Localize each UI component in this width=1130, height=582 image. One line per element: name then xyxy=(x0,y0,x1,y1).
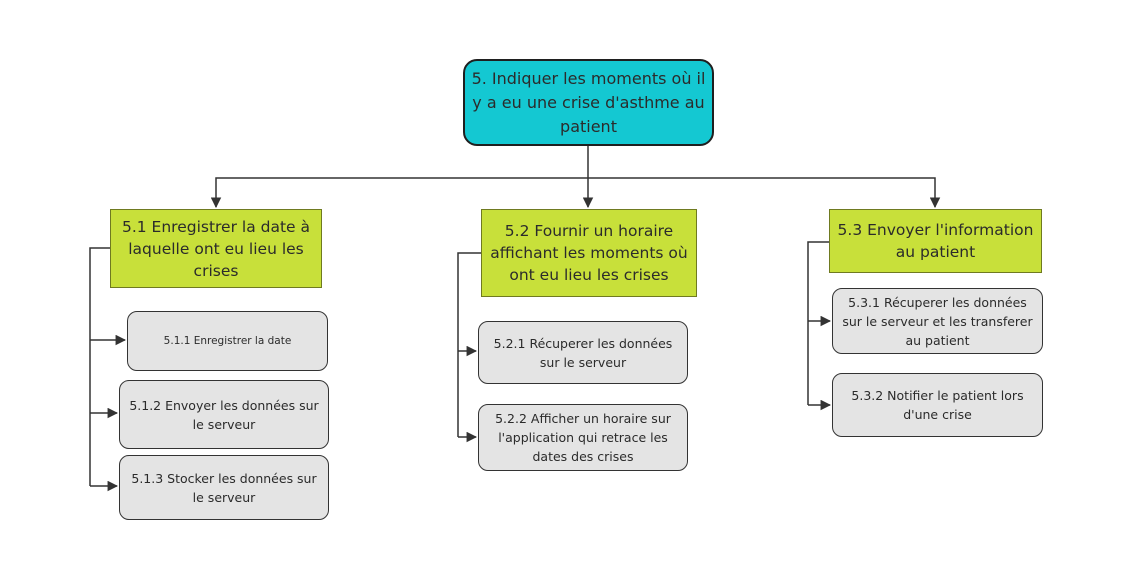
node-5-3-1-label: 5.3.1 Récuperer les données sur le serve… xyxy=(842,294,1033,348)
node-5-2-2-label: 5.2.2 Afficher un horaire sur l'applicat… xyxy=(495,411,671,464)
node-5-1-1[interactable]: 5.1.1 Enregistrer la date xyxy=(127,311,328,371)
node-5-1-label: 5.1 Enregistrer la date à laquelle ont e… xyxy=(121,217,311,280)
edge-root-to-5-3 xyxy=(588,177,941,209)
node-5-2-2[interactable]: 5.2.2 Afficher un horaire sur l'applicat… xyxy=(478,404,688,471)
node-5-1[interactable]: 5.1 Enregistrer la date à laquelle ont e… xyxy=(110,209,322,288)
node-5-1-3[interactable]: 5.1.3 Stocker les données sur le serveur xyxy=(119,455,329,520)
edge-root-to-5-1 xyxy=(210,177,588,209)
edge-5-3-spine xyxy=(807,241,829,405)
node-5-3-1[interactable]: 5.3.1 Récuperer les données sur le serve… xyxy=(832,288,1043,354)
root-node[interactable]: 5. Indiquer les moments où il y a eu une… xyxy=(463,59,714,146)
node-5-3[interactable]: 5.3 Envoyer l'information au patient xyxy=(829,209,1042,273)
node-5-1-2[interactable]: 5.1.2 Envoyer les données sur le serveur xyxy=(119,380,329,449)
node-5-1-1-label: 5.1.1 Enregistrer la date xyxy=(163,334,292,347)
node-5-2-1[interactable]: 5.2.1 Récuperer les données sur le serve… xyxy=(478,321,688,384)
root-node-label: 5. Indiquer les moments où il y a eu une… xyxy=(471,68,706,136)
node-5-3-2[interactable]: 5.3.2 Notifier le patient lors d'une cri… xyxy=(832,373,1043,437)
edge-5-1-spine xyxy=(89,247,110,486)
node-5-3-2-label: 5.3.2 Notifier le patient lors d'une cri… xyxy=(851,388,1024,422)
node-5-2-label: 5.2 Fournir un horaire affichant les mom… xyxy=(490,222,688,284)
node-5-1-3-label: 5.1.3 Stocker les données sur le serveur xyxy=(131,470,317,505)
node-5-3-label: 5.3 Envoyer l'information au patient xyxy=(837,221,1034,261)
edge-5-2-spine xyxy=(457,252,481,437)
node-5-2[interactable]: 5.2 Fournir un horaire affichant les mom… xyxy=(481,209,697,297)
node-5-1-2-label: 5.1.2 Envoyer les données sur le serveur xyxy=(129,397,319,432)
node-5-2-1-label: 5.2.1 Récuperer les données sur le serve… xyxy=(493,335,673,370)
